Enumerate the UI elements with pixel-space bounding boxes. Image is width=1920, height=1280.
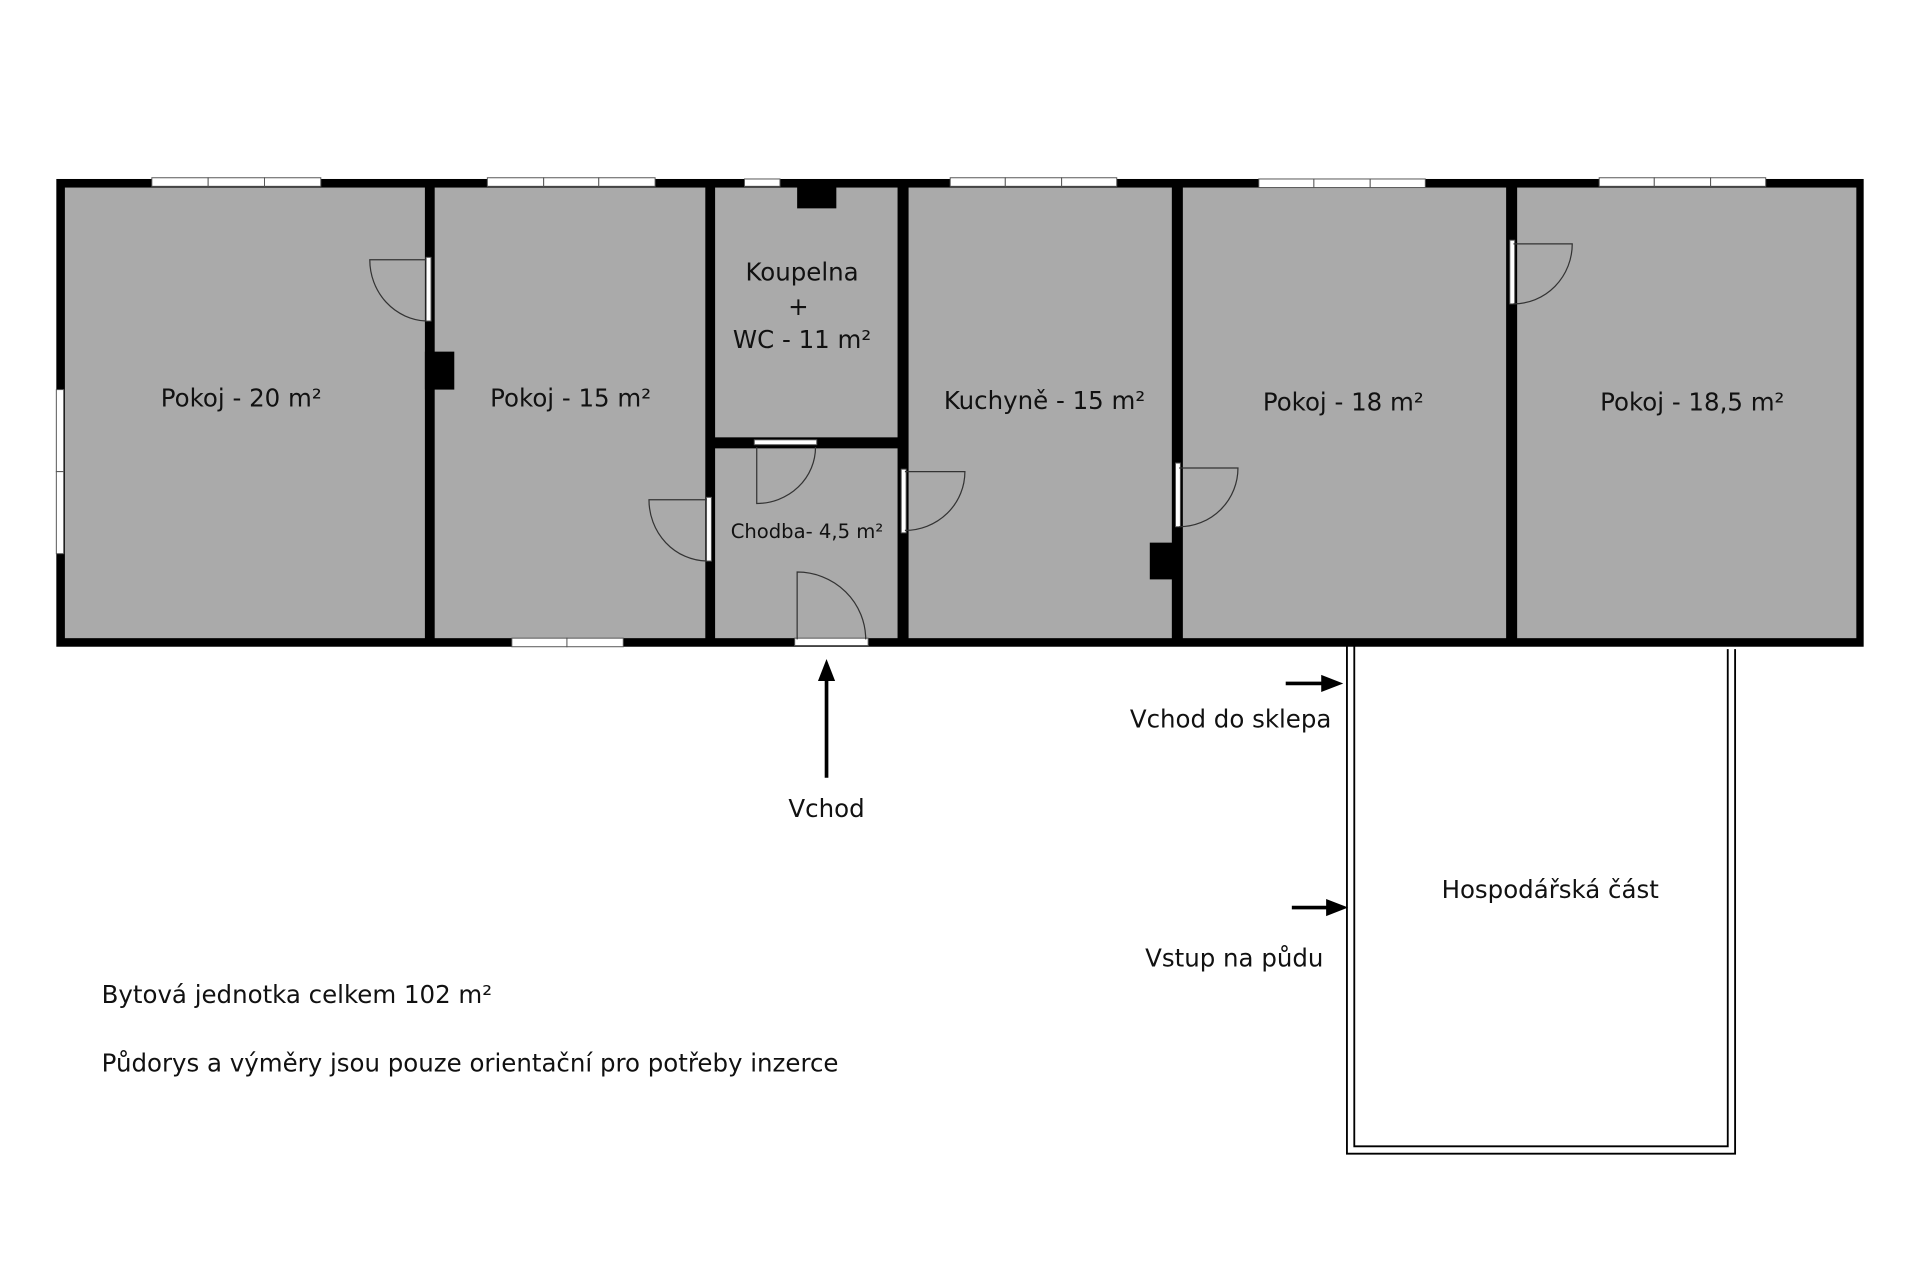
doors [369, 239, 1573, 646]
windows [55, 177, 1767, 648]
entrance-label: Vchod [788, 794, 864, 823]
entrance-arrow-icon [817, 658, 836, 778]
hallway-area [715, 448, 898, 639]
chimney [424, 351, 455, 390]
cellar-entrance-label: Vchod do sklepa [1130, 705, 1332, 734]
total-area-note: Bytová jednotka celkem 102 m² [102, 980, 492, 1009]
utility-label: Hospodářská část [1442, 875, 1660, 904]
hallway-label: Chodba- 4,5 m² [731, 520, 883, 543]
kitchen-area [908, 187, 1172, 639]
room-2-label: Pokoj - 15 m² [490, 384, 651, 413]
room-3-label: Pokoj - 18 m² [1263, 387, 1424, 416]
bathroom-label-line3: WC - 11 m² [733, 325, 871, 354]
attic-access-label: Vstup na půdu [1145, 943, 1323, 972]
attic-arrow-icon [1291, 898, 1349, 917]
utility-area-outline [1346, 645, 1737, 1155]
room-1-label: Pokoj - 20 m² [161, 384, 322, 413]
kitchen-label: Kuchyně - 15 m² [944, 386, 1145, 415]
bathroom-area [715, 187, 898, 438]
room-4-label: Pokoj - 18,5 m² [1600, 387, 1784, 416]
disclaimer-note: Půdorys a výměry jsou pouze orientační p… [102, 1049, 839, 1078]
room-1-area [64, 187, 425, 639]
room-4-area [1517, 187, 1857, 639]
cellar-arrow-icon [1285, 674, 1344, 693]
chimney [1149, 542, 1177, 580]
room-2-area [434, 187, 706, 639]
bathroom-label-line1: Koupelna [745, 258, 858, 287]
bathroom-label-line2: + [788, 292, 809, 321]
chimney [797, 186, 837, 209]
room-3-area [1182, 187, 1507, 639]
